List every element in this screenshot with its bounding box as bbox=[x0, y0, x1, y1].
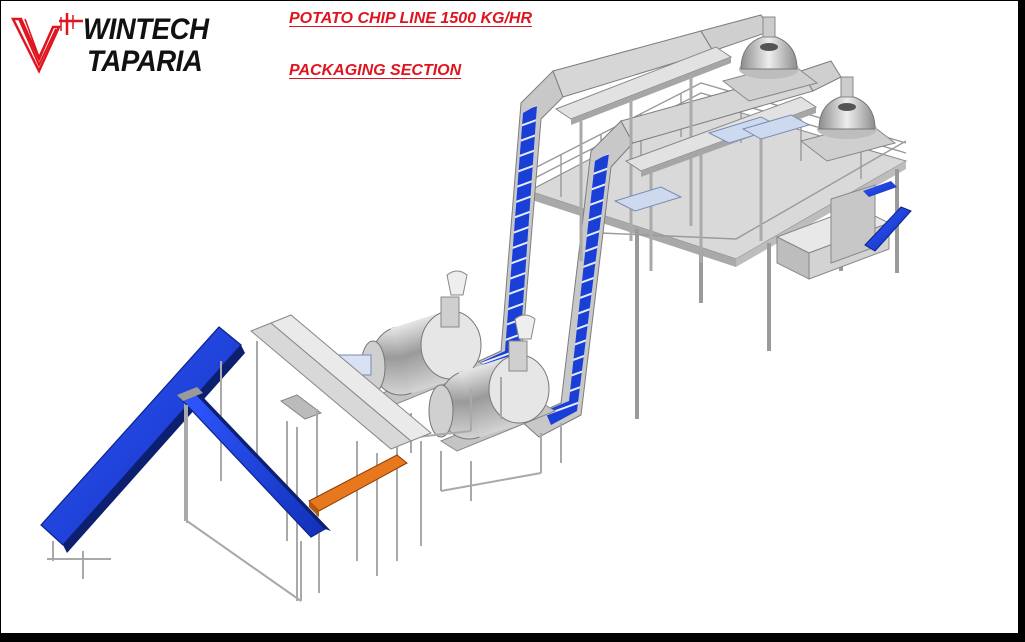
logo-text-line1: WINTECH bbox=[83, 13, 209, 46]
wintech-taparia-logo: WINTECH TAPARIA bbox=[9, 9, 219, 79]
line-title: POTATO CHIP LINE 1500 KG/HR bbox=[289, 10, 533, 27]
vffs-packaging-machine bbox=[775, 184, 891, 280]
incline-belt-conveyor-2 bbox=[177, 387, 331, 602]
drawing-sheet: WINTECH TAPARIA POTATO CHIP LINE 1500 KG… bbox=[1, 1, 1018, 633]
takeoff-conveyor bbox=[863, 181, 897, 197]
section-title: PACKAGING SECTION bbox=[289, 62, 462, 79]
outfeed-conveyor bbox=[864, 206, 912, 252]
multihead-weigher-1 bbox=[721, 16, 819, 102]
feeder-tray-3 bbox=[741, 114, 811, 140]
plant-layout-drawing bbox=[40, 14, 912, 602]
overhead-distribution-conveyor-1 bbox=[554, 46, 733, 261]
seasoning-drum-2 bbox=[428, 314, 557, 452]
multihead-weigher-2 bbox=[799, 76, 897, 162]
logo-mark-icon bbox=[10, 13, 83, 74]
feeder-tray-1 bbox=[613, 186, 683, 212]
logo-text-line2: TAPARIA bbox=[87, 45, 203, 78]
distribution-conveyor-frame bbox=[250, 314, 432, 601]
